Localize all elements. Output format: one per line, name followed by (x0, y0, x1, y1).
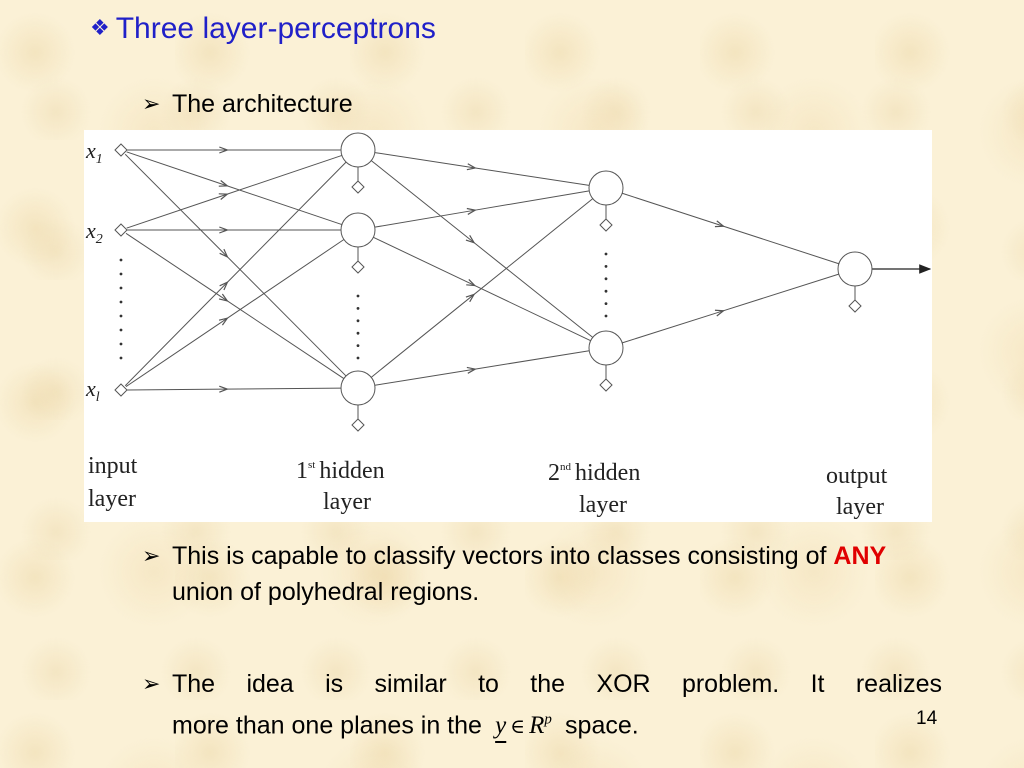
hidden2-neuron-1 (588, 330, 624, 366)
bullet-architecture: ➢ The architecture (142, 86, 353, 122)
edge-h11-h20 (374, 190, 590, 228)
hidden1-ellipsis-dot-2 (356, 319, 360, 323)
hidden2-neuron-1-bias-diamond (599, 378, 613, 392)
page-number: 14 (916, 708, 938, 729)
caption-output-layer-l1: output (826, 463, 888, 489)
arrow-bullet-icon: ➢ (142, 543, 161, 568)
arrow-bullet-icon: ➢ (142, 671, 161, 696)
edge-in2-h12 (126, 388, 342, 390)
hidden2-neuron-0 (588, 170, 624, 206)
hidden1-neuron-2-bias-diamond (351, 418, 365, 432)
bullet-capability-post: union of polyhedral regions. (172, 578, 480, 606)
hidden1-ellipsis-dot-3 (356, 331, 360, 335)
edge-h12-h21 (374, 350, 590, 386)
hidden1-neuron-0 (340, 132, 376, 168)
bullet-architecture-text: The architecture (172, 90, 353, 118)
arrow-bullet-icon: ➢ (142, 91, 161, 116)
bullet-xor-post: space. (565, 711, 639, 740)
edge-in2-h10 (124, 161, 347, 387)
input-ellipsis-dot-5 (119, 328, 123, 332)
caption-output-layer-l2: layer (836, 494, 884, 520)
slide-title-text: Three layer-perceptrons (115, 12, 436, 45)
hidden1-ellipsis-dot-5 (356, 356, 360, 360)
hidden1-ellipsis-dot-1 (356, 307, 360, 310)
hidden1-ellipsis-dot-0 (356, 294, 360, 298)
input-ellipsis-dot-1 (119, 272, 123, 276)
diamond-bullet-icon: ❖ (90, 15, 110, 40)
emphasis-any: ANY (833, 542, 887, 570)
caption-hidden2-l2: layer (579, 492, 627, 518)
edge-h10-h21 (370, 160, 594, 338)
edge-h20-out (622, 192, 839, 265)
edge-h12-h20 (370, 198, 594, 378)
hidden2-ellipsis-dot-3 (604, 289, 608, 293)
input-ellipsis-dot-2 (119, 286, 123, 290)
hidden1-ellipsis-dot-4 (356, 344, 360, 347)
edge-in0-h11 (126, 151, 343, 226)
hidden2-ellipsis-dot-4 (604, 302, 608, 305)
input-ellipsis-dot-6 (119, 342, 123, 346)
caption-hidden1-l2: layer (323, 489, 371, 515)
caption-input-layer-l2: layer (88, 486, 136, 512)
connection-edges (124, 150, 932, 390)
input-label-x2: x2 (85, 218, 103, 247)
caption-input-layer-l1: input (88, 453, 138, 479)
edge-h11-h21 (373, 236, 591, 342)
edge-h21-out (622, 273, 839, 344)
hidden1-neuron-0-bias-diamond (351, 180, 365, 194)
input-ellipsis-dot-7 (119, 356, 123, 360)
output-neuron-bias-diamond (848, 299, 862, 313)
bullet-xor-idea: ➢ The idea is similar to the XOR problem… (142, 666, 942, 745)
edge-in2-h11 (125, 239, 345, 388)
input-labels: x1 x2 xl (85, 138, 103, 405)
input-node-1 (114, 223, 128, 237)
hidden1-neuron-1-bias-diamond (351, 260, 365, 274)
edge-in1-h12 (125, 232, 345, 379)
slide-title: ❖Three layer-perceptrons (90, 12, 436, 46)
output-neuron (837, 251, 873, 287)
input-node-2 (114, 383, 128, 397)
hidden2-ellipsis-dot-5 (604, 314, 608, 318)
hidden1-neuron-1 (340, 212, 376, 248)
bullet-capability: ➢ This is capable to classify vectors in… (142, 538, 942, 610)
hidden1-neuron-2 (340, 370, 376, 406)
hidden2-neuron-0-bias-diamond (599, 218, 613, 232)
math-y-in-rp: y∈Rp (495, 712, 552, 740)
hidden2-ellipsis-dot-2 (604, 277, 608, 281)
network-nodes (114, 132, 873, 432)
hidden2-ellipsis-dot-1 (604, 265, 608, 268)
bullet-xor-line1: The idea is similar to the XOR problem. … (172, 670, 942, 698)
edge-h10-h20 (374, 152, 590, 186)
edge-in1-h10 (126, 154, 343, 229)
input-ellipsis-dot-3 (119, 300, 123, 304)
input-ellipsis-dot-4 (119, 314, 123, 318)
hidden2-ellipsis-dot-0 (604, 252, 608, 256)
input-ellipsis-dot-0 (119, 258, 123, 262)
input-label-x1: x1 (85, 138, 103, 167)
edge-in0-h12 (124, 153, 347, 377)
bullet-capability-pre: This is capable to classify vectors into… (172, 542, 827, 570)
input-label-xl: xl (85, 376, 100, 405)
input-node-0 (114, 143, 128, 157)
bullet-xor-pre: more than one planes in the (172, 711, 482, 740)
